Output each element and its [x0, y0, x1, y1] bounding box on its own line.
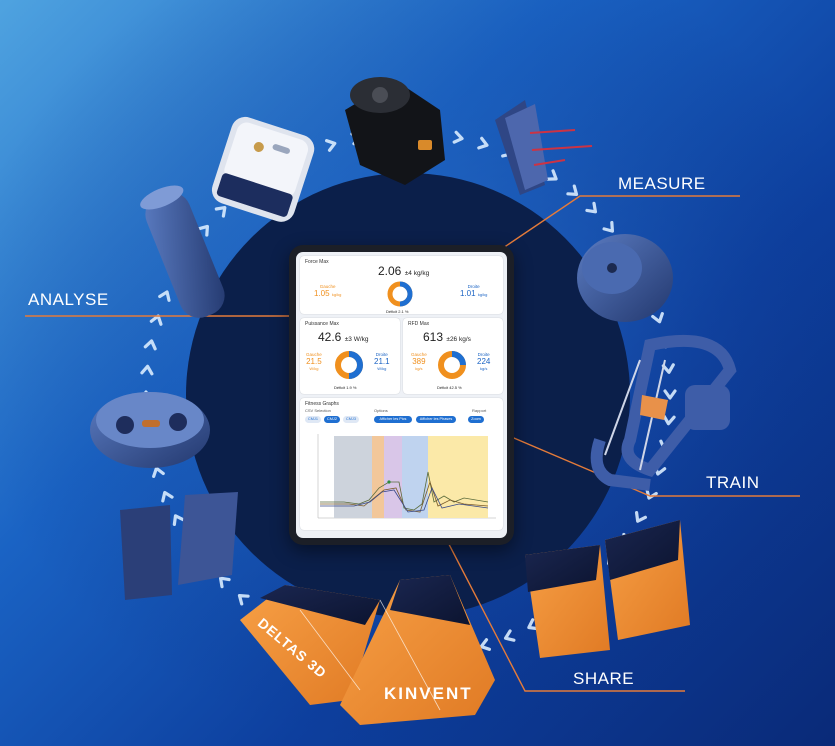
- device-grip-handle: [590, 334, 737, 491]
- ring-chevron: [143, 339, 157, 351]
- plates-right: [525, 520, 690, 658]
- force-right: Droite 1.01 kg/kg: [460, 284, 488, 298]
- tablet: Force Max 2.06 ±4 kg/kg Gauche 1.05 kg/k…: [289, 245, 514, 545]
- ring-chevron: [545, 169, 558, 181]
- ring-chevron: [197, 224, 210, 237]
- ring-chevron: [602, 220, 615, 233]
- pill-cmj3[interactable]: CMJ3: [343, 416, 359, 423]
- rfd-left: Gauche 389 kg/s: [411, 352, 427, 371]
- ring-chevron: [161, 490, 174, 503]
- ring-chevron: [661, 363, 675, 374]
- ring-chevron: [477, 136, 489, 150]
- ring-chevron: [662, 414, 676, 426]
- device-black-sensor: [345, 77, 445, 185]
- device-oval-sensor: [90, 392, 210, 468]
- pill-show-phases[interactable]: Afficher les Phases: [416, 416, 456, 423]
- rfd-right: Droite 224 kg/s: [477, 352, 491, 371]
- card-puissance-max: Puissance Max 42.6 ±3 W/kg Gauche 21.5 W…: [300, 318, 400, 394]
- ring-chevron: [634, 511, 647, 523]
- tablet-screen: Force Max 2.06 ±4 kg/kg Gauche 1.05 kg/k…: [296, 252, 507, 538]
- ring-chevron: [645, 488, 658, 500]
- puissance-left: Gauche 21.5 W/kg: [306, 352, 322, 371]
- ring-chevron: [152, 466, 165, 478]
- device-round-puck: [577, 234, 673, 322]
- ring-chevron: [452, 130, 464, 144]
- ring-chevron: [566, 184, 579, 197]
- label-train: TRAIN: [706, 473, 760, 492]
- label-analyse: ANALYSE: [28, 290, 109, 309]
- ring-chevron: [585, 201, 598, 214]
- ring-chevron: [158, 290, 171, 302]
- force-left: Gauche 1.05 kg/kg: [314, 284, 342, 298]
- card-title: Force Max: [305, 259, 329, 265]
- ring-chevron: [527, 618, 539, 631]
- ring-chevron: [218, 576, 231, 589]
- puissance-value: 42.6 ±3 W/kg: [318, 330, 369, 344]
- ring-chevron: [651, 312, 664, 324]
- selection-label: CSV Selection: [305, 408, 331, 413]
- device-tag-square: [211, 116, 315, 222]
- card-force-max: Force Max 2.06 ±4 kg/kg Gauche 1.05 kg/k…: [300, 256, 503, 314]
- force-value: 2.06 ±4 kg/kg: [378, 264, 430, 278]
- rfd-donut: [438, 351, 466, 379]
- label-share: SHARE: [573, 669, 635, 688]
- pill-show-peaks[interactable]: Afficher les Pics: [374, 416, 412, 423]
- card-rfd-max: RFD Max 613 ±26 kg/s Gauche 389 kg/s Dro…: [403, 318, 503, 394]
- options-label: Options: [374, 408, 388, 413]
- ring-chevron: [663, 389, 677, 400]
- brand-kinvent-text: KINVENT: [384, 684, 473, 703]
- ring-chevron: [325, 139, 337, 152]
- force-donut: [387, 281, 413, 307]
- card-fitness-graphs: Fitness Graphs CSV Selection Options Rap…: [300, 398, 503, 530]
- device-cylinder: [140, 185, 225, 318]
- side-label: Rapport: [472, 408, 487, 413]
- card-title: RFD Max: [408, 321, 430, 327]
- card-title: Puissance Max: [305, 321, 339, 327]
- force-time-graph: [317, 434, 496, 519]
- ring-chevron: [214, 205, 227, 218]
- deltas-plates: [240, 575, 495, 725]
- rfd-value: 613 ±26 kg/s: [423, 330, 471, 344]
- ring-chevron: [237, 593, 250, 606]
- label-measure: MEASURE: [618, 174, 706, 193]
- ring-chevron: [172, 514, 185, 526]
- pill-zoom[interactable]: Zoom: [468, 416, 484, 423]
- puissance-right: Droite 21.1 W/kg: [374, 352, 390, 371]
- pill-cmj1[interactable]: CMJ1: [305, 416, 321, 423]
- pill-cmj2[interactable]: CMJ2: [324, 416, 340, 423]
- card-title: Fitness Graphs: [305, 401, 339, 407]
- rfd-deficit: Déficit 42.5 %: [437, 385, 462, 390]
- ring-chevron: [503, 629, 516, 642]
- device-dark-plates: [120, 492, 238, 600]
- device-cable-sensor: [495, 100, 593, 195]
- force-deficit: Déficit 2.1 %: [386, 309, 409, 314]
- puissance-deficit: Déficit 1.9 %: [334, 385, 357, 390]
- puissance-donut: [335, 351, 363, 379]
- ring-chevron: [140, 364, 154, 376]
- ring-chevron: [479, 638, 491, 651]
